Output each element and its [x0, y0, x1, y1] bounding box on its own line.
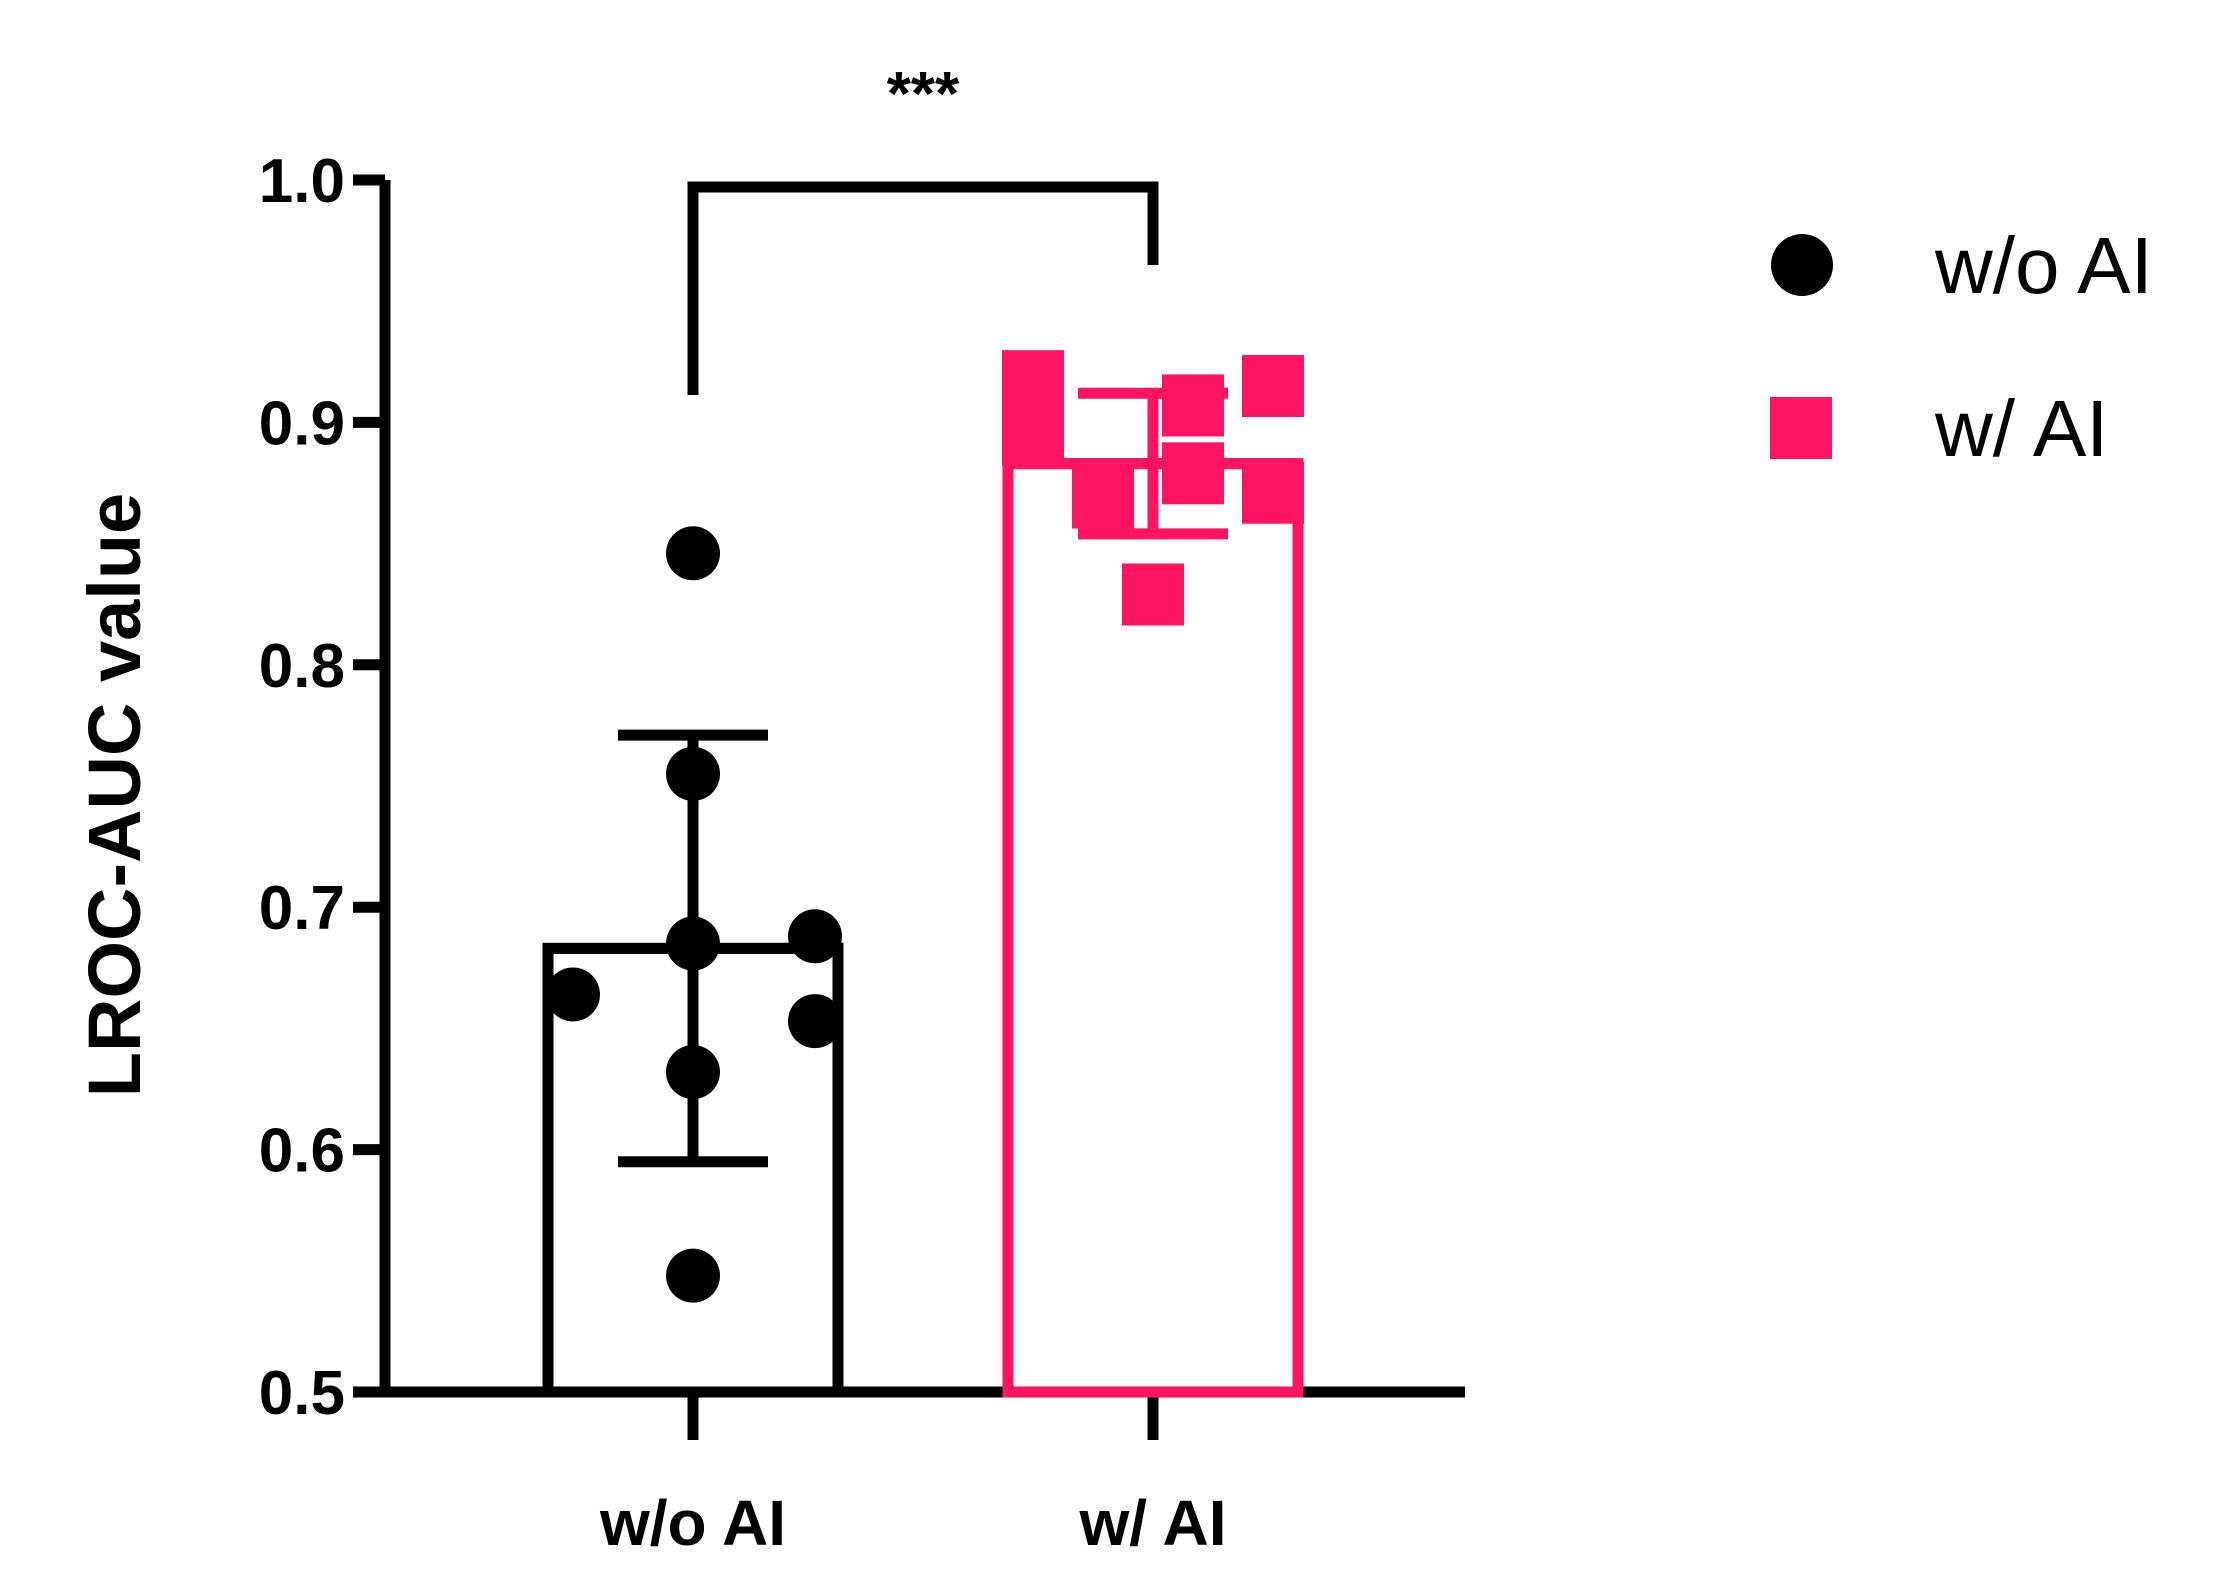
y-tick-label: 0.7 — [259, 874, 345, 943]
legend-label-1: w/ AI — [1934, 384, 2108, 473]
data-point-0-0 — [546, 967, 600, 1022]
data-point-1-2 — [1072, 466, 1134, 529]
y-tick-label: 0.9 — [259, 389, 345, 458]
x-tick-label: w/o AI — [599, 1487, 786, 1559]
data-point-0-7 — [788, 994, 842, 1049]
y-tick-label: 0.8 — [259, 632, 345, 701]
significance-bracket-line — [687, 181, 1159, 395]
significance-label: *** — [887, 60, 960, 129]
data-point-1-3 — [1162, 374, 1224, 437]
data-point-0-5 — [666, 1248, 720, 1303]
x-tick-label: w/ AI — [1079, 1487, 1227, 1559]
data-point-1-7 — [1242, 461, 1304, 524]
legend-marker-0 — [1771, 234, 1833, 296]
y-tick-label: 0.6 — [259, 1117, 345, 1186]
data-point-1-5 — [1122, 563, 1184, 626]
data-point-0-6 — [788, 909, 842, 964]
significance-bracket: *** — [687, 60, 1159, 395]
data-point-0-1 — [666, 526, 720, 581]
axes: 0.5 0.6 0.7 0.8 0.9 1.0 w/o AI w/ AI LROC-AUC va… — [73, 147, 1465, 1559]
legend-marker-1 — [1770, 397, 1832, 459]
bars — [542, 458, 1304, 1398]
data-point-1-1 — [1002, 403, 1064, 466]
y-axis-title: LROC-AUC value — [73, 493, 156, 1097]
y-tick-label: 0.5 — [259, 1359, 345, 1428]
data-point-1-4 — [1162, 442, 1224, 505]
error-bars — [543, 387, 1303, 1168]
y-tick-label: 1.0 — [259, 147, 345, 216]
legend-label-0: w/o AI — [1934, 221, 2153, 310]
data-point-1-6 — [1242, 355, 1304, 418]
data-point-1-0 — [1002, 350, 1064, 413]
legend: w/o AI w/ AI — [1770, 221, 2153, 473]
